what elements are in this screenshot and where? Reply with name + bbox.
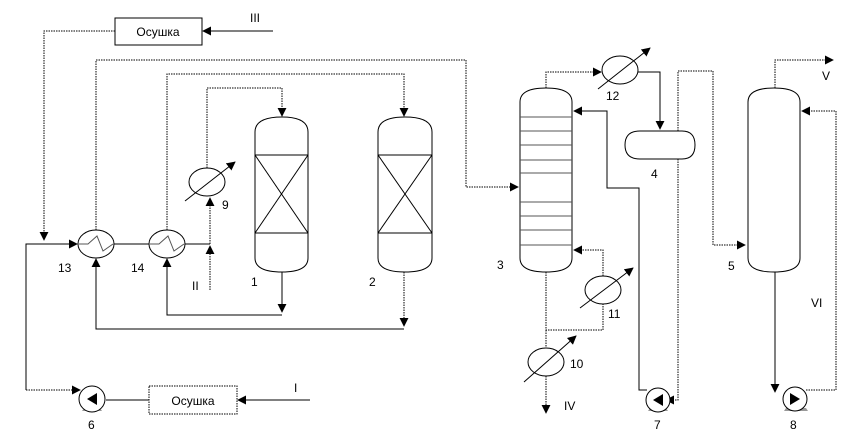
separator-4 [624,130,696,160]
stream-v-line [774,55,834,88]
stream-iv-label: IV [564,399,575,413]
label-13: 13 [58,261,72,275]
label-11: 11 [608,307,621,321]
stream-vi-label: VI [811,296,822,310]
stream-i-label: I [294,381,297,395]
pump-6 [78,385,106,413]
label-5: 5 [728,259,735,273]
dried-gas-line [39,30,115,241]
reflux-line [573,106,647,391]
label-12: 12 [606,89,620,103]
label-4: 4 [651,167,658,181]
stream-v-label: V [822,69,830,83]
label-3: 3 [497,258,504,272]
to-reactor-2-line [166,73,409,230]
condenser-12 [597,47,651,90]
pump-8 [782,386,808,412]
label-9: 9 [222,198,229,212]
heater-11 [579,267,634,309]
to-column-5 [677,70,746,250]
pump-7 [645,387,671,413]
stream-ii-label: II [192,279,199,293]
stream-vi-line [801,106,837,391]
label-8: 8 [790,418,797,432]
dryer-top-label: Осушка [136,25,179,39]
reboil-return [573,245,604,276]
dryer-top: Осушка [114,17,203,46]
feed-to-13-line [25,239,78,390]
label-10: 10 [570,357,584,371]
exchanger-14 [148,229,186,259]
column-3-overhead [545,67,602,88]
reactor-2 [377,116,433,273]
separator-to-pump-7 [665,159,679,405]
column-5 [747,87,801,273]
reactor-1-return [162,258,282,316]
label-6: 6 [88,418,95,432]
label-14: 14 [131,261,145,275]
to-reactor-1-line [206,87,287,168]
stream-iii-label: III [250,11,260,25]
cooler-10 [523,335,577,383]
column-3-bottom-line [545,272,604,331]
dryer-bottom: Осушка [148,385,238,415]
to-column-3-line [95,59,519,230]
reactor-2-return [91,258,404,330]
label-2: 2 [369,275,376,289]
reactor-1 [254,116,309,273]
to-separator-4 [638,71,665,130]
heater-9 [184,161,236,202]
label-7: 7 [654,418,661,432]
exchanger-13 [77,229,115,259]
label-1: 1 [251,275,258,289]
column-3 [519,87,573,273]
dryer-bottom-label: Осушка [171,394,214,408]
